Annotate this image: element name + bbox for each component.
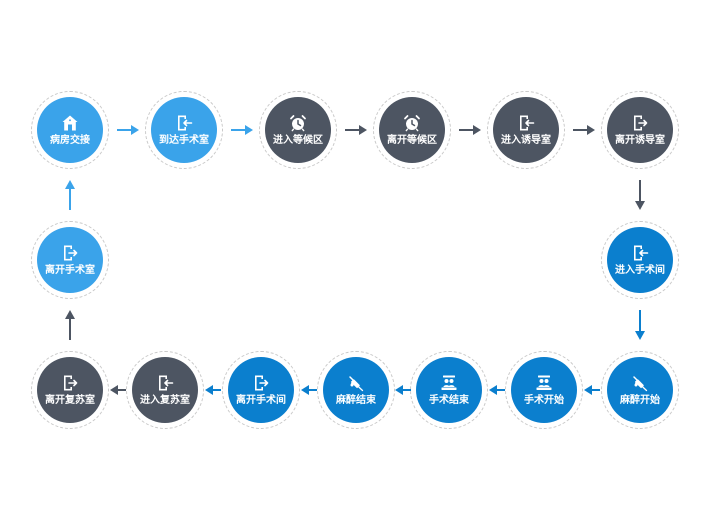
door-enter-icon bbox=[517, 114, 535, 132]
node-leave-waiting: 离开等候区 bbox=[373, 91, 451, 169]
node-arrive-or: 到达手术室 bbox=[145, 91, 223, 169]
node-label: 离开等候区 bbox=[387, 134, 437, 146]
arrow-down-icon bbox=[634, 180, 646, 210]
node-label: 离开手术室 bbox=[45, 264, 95, 276]
node-label: 手术开始 bbox=[524, 394, 564, 406]
arrow-left-icon bbox=[301, 384, 317, 396]
arrow-right-icon bbox=[573, 124, 595, 136]
arrow-down-icon bbox=[634, 310, 646, 340]
arrow-left-icon bbox=[205, 384, 221, 396]
node-surgery-start: 手术开始 bbox=[505, 351, 583, 429]
node-label: 进入复苏室 bbox=[140, 394, 190, 406]
door-exit-icon bbox=[631, 114, 649, 132]
syringe-icon bbox=[347, 374, 365, 392]
arrow-up-icon bbox=[64, 310, 76, 340]
node-enter-recovery: 进入复苏室 bbox=[126, 351, 204, 429]
node-label: 离开手术间 bbox=[236, 394, 286, 406]
arrow-left-icon bbox=[110, 384, 126, 396]
alarm-clock-icon bbox=[403, 114, 421, 132]
arrow-left-icon bbox=[489, 384, 505, 396]
node-leave-induction: 离开诱导室 bbox=[601, 91, 679, 169]
node-label: 离开诱导室 bbox=[615, 134, 665, 146]
node-leave-or: 离开手术室 bbox=[31, 221, 109, 299]
node-enter-induction: 进入诱导室 bbox=[487, 91, 565, 169]
arrow-right-icon bbox=[345, 124, 367, 136]
node-label: 病房交接 bbox=[50, 134, 90, 146]
node-enter-waiting: 进入等候区 bbox=[259, 91, 337, 169]
node-label: 麻醉结束 bbox=[336, 394, 376, 406]
door-enter-icon bbox=[175, 114, 193, 132]
arrow-right-icon bbox=[231, 124, 253, 136]
door-enter-icon bbox=[631, 244, 649, 262]
node-label: 离开复苏室 bbox=[45, 394, 95, 406]
node-ward-handover: 病房交接 bbox=[31, 91, 109, 169]
surgeon-icon bbox=[440, 374, 458, 392]
node-leave-recovery: 离开复苏室 bbox=[31, 351, 109, 429]
arrow-up-icon bbox=[64, 180, 76, 210]
node-label: 进入手术间 bbox=[615, 264, 665, 276]
arrow-right-icon bbox=[117, 124, 139, 136]
arrow-left-icon bbox=[584, 384, 600, 396]
node-label: 进入等候区 bbox=[273, 134, 323, 146]
door-enter-icon bbox=[156, 374, 174, 392]
arrow-right-icon bbox=[459, 124, 481, 136]
node-label: 到达手术室 bbox=[159, 134, 209, 146]
node-anesthesia-start: 麻醉开始 bbox=[601, 351, 679, 429]
node-label: 麻醉开始 bbox=[620, 394, 660, 406]
node-enter-or-room: 进入手术间 bbox=[601, 221, 679, 299]
door-exit-icon bbox=[61, 374, 79, 392]
syringe-icon bbox=[631, 374, 649, 392]
node-label: 手术结束 bbox=[429, 394, 469, 406]
door-exit-icon bbox=[61, 244, 79, 262]
alarm-clock-icon bbox=[289, 114, 307, 132]
door-exit-icon bbox=[252, 374, 270, 392]
house-icon bbox=[61, 114, 79, 132]
surgeon-icon bbox=[535, 374, 553, 392]
node-anesthesia-end: 麻醉结束 bbox=[317, 351, 395, 429]
node-label: 进入诱导室 bbox=[501, 134, 551, 146]
node-leave-or-room: 离开手术间 bbox=[222, 351, 300, 429]
arrow-left-icon bbox=[395, 384, 411, 396]
node-surgery-end: 手术结束 bbox=[410, 351, 488, 429]
